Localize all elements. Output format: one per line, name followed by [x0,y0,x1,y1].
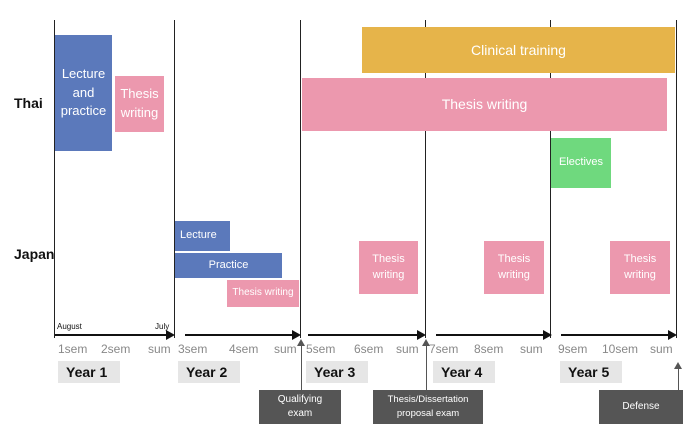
proposal-arrowhead [422,339,430,346]
qualifying-arrow-line [301,345,302,390]
semester-label: sum [148,342,171,356]
thai-thesis-year1-label: Thesis writing [120,86,159,120]
timeline-arrowhead-1 [166,330,175,340]
semester-label: 2sem [101,342,131,356]
thai-thesis-year1-block: Thesis writing [115,76,164,132]
japan-practice-block: Practice [175,253,282,278]
thai-lecture-practice-label: Lecture and practice [60,65,107,119]
defense-arrowhead [674,362,682,369]
year-divider-6 [676,20,677,338]
year-divider-5 [550,20,551,338]
semester-label: 10sem [602,342,639,356]
thai-clinical-training-label: Clinical training [471,41,566,58]
timeline-arrow-2 [185,334,293,336]
japan-thesis-year5-label: Thesis writing [623,252,657,281]
month-end-label: July [155,322,170,331]
year-divider-2 [174,20,175,338]
year-label-5: Year 5 [560,361,622,383]
defense-label: Defense [622,400,660,412]
timeline-arrow-4 [436,334,544,336]
semester-label: sum [396,342,419,356]
japan-thesis-year4-label: Thesis writing [497,252,531,281]
semester-label: 9sem [558,342,588,356]
timeline-arrow-3 [308,334,418,336]
month-start-label: August [57,322,82,331]
year-divider-3 [300,20,301,338]
japan-lecture-label: Lecture [180,229,217,242]
year-divider-4 [425,20,426,338]
year-label-4: Year 4 [433,361,495,383]
thai-lecture-practice-block: Lecture and practice [55,35,112,151]
timeline-arrowhead-4 [543,330,552,340]
qualifying-exam-box: Qualifying exam [259,390,341,424]
proposal-arrow-line [426,345,427,390]
year-label-2: Year 2 [178,361,240,383]
thai-electives-block: Electives [551,138,611,188]
japan-thesis-year3-label: Thesis writing [372,252,405,281]
semester-label: 6sem [354,342,384,356]
japan-thesis-year2-label: Thesis writing [232,287,294,299]
japan-thesis-year2-block: Thesis writing [227,280,299,307]
proposal-exam-box: Thesis/Dissertation proposal exam [373,390,483,424]
year-divider-1 [54,20,55,338]
timeline-arrowhead-2 [292,330,301,340]
timeline-arrowhead-5 [668,330,677,340]
semester-label: sum [650,342,673,356]
semester-label: 7sem [429,342,459,356]
proposal-exam-label: Thesis/Dissertation proposal exam [387,394,469,419]
japan-thesis-year4-block: Thesis writing [484,241,544,294]
semester-label: 5sem [306,342,336,356]
year-label-1: Year 1 [58,361,120,383]
semester-label: 3sem [178,342,208,356]
qualifying-arrowhead [297,339,305,346]
defense-arrow-line [678,368,679,390]
qualifying-exam-label: Qualifying exam [277,393,323,420]
thai-thesis-long-label: Thesis writing [441,96,528,113]
country-label-thai: Thai [14,95,43,111]
thai-thesis-long-block: Thesis writing [302,78,667,131]
semester-label: 4sem [229,342,259,356]
semester-label: 1sem [58,342,88,356]
semester-label: 8sem [474,342,504,356]
japan-lecture-block: Lecture [175,221,230,251]
japan-practice-label: Practice [208,258,249,271]
timeline-arrow-5 [561,334,669,336]
semester-label: sum [520,342,543,356]
thai-electives-label: Electives [558,156,604,169]
timeline-arrowhead-3 [417,330,426,340]
japan-thesis-year3-block: Thesis writing [359,241,418,294]
defense-box: Defense [599,390,683,424]
semester-label: sum [274,342,297,356]
thai-clinical-training-block: Clinical training [362,27,675,73]
country-label-japan: Japan [14,246,55,262]
year-label-3: Year 3 [306,361,368,383]
timeline-arrow-1 [55,334,167,336]
japan-thesis-year5-block: Thesis writing [610,241,670,294]
